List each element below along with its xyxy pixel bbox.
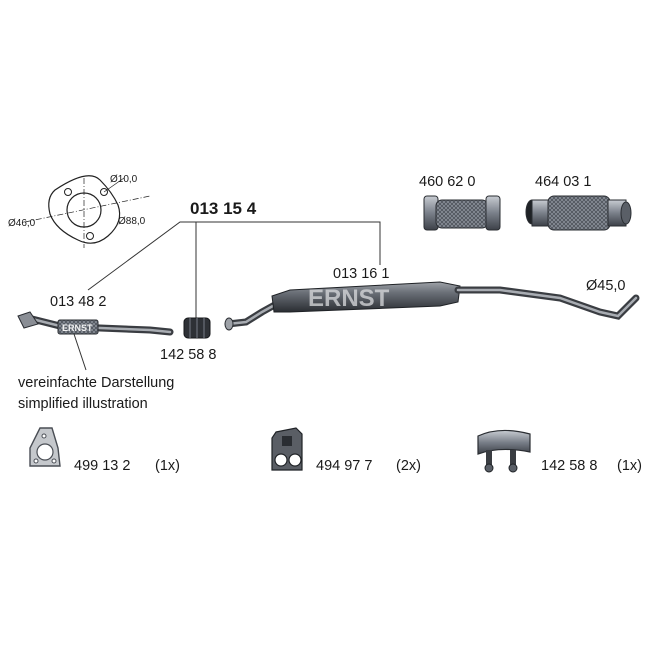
- dim-right: Ø88,0: [118, 216, 146, 227]
- label-flex-b: 464 03 1: [535, 174, 591, 190]
- accessory-clamp: [477, 429, 531, 473]
- dim-left: Ø46,0: [8, 218, 36, 229]
- front-pipe: ERNST: [17, 311, 174, 336]
- flange-hole: [64, 188, 72, 196]
- note-de: vereinfachte Darstellung: [18, 375, 174, 391]
- accessory-qty: (1x): [155, 458, 180, 474]
- label-clamp: 142 58 8: [160, 347, 216, 363]
- label-front-pipe: 013 48 2: [50, 294, 106, 310]
- accessory-gasket: [29, 427, 61, 467]
- assembly-leaders: [87, 221, 381, 318]
- dim-small-hole: Ø10,0: [110, 174, 138, 185]
- silencer-pipe: ERNST: [224, 281, 640, 331]
- label-silencer: 013 16 1: [333, 266, 389, 282]
- flex-pipe-a: [423, 195, 501, 231]
- label-flex-a: 460 62 0: [419, 174, 475, 190]
- accessory-qty: (2x): [396, 458, 421, 474]
- clamp-part: [183, 317, 211, 339]
- flange-hole: [86, 232, 94, 240]
- flex-pipe-b: [525, 195, 632, 231]
- clamp-icon: [477, 429, 531, 455]
- logo-large: ERNST: [308, 285, 390, 312]
- center-line: [24, 195, 151, 223]
- accessory-part: 499 13 2: [74, 458, 130, 474]
- leader-line: [103, 177, 125, 193]
- assembly-number: 013 15 4: [190, 199, 257, 218]
- accessory-rubber-mount: [271, 427, 303, 471]
- note-leader: [73, 333, 87, 371]
- label-diameter: Ø45,0: [586, 278, 626, 294]
- accessory-qty: (1x): [617, 458, 642, 474]
- accessory-part: 494 97 7: [316, 458, 372, 474]
- logo-small: ERNST: [62, 323, 93, 333]
- note-en: simplified illustration: [18, 396, 148, 412]
- accessory-part: 142 58 8: [541, 458, 597, 474]
- flange-drawing: Ø10,0 Ø46,0 Ø88,0: [8, 174, 151, 248]
